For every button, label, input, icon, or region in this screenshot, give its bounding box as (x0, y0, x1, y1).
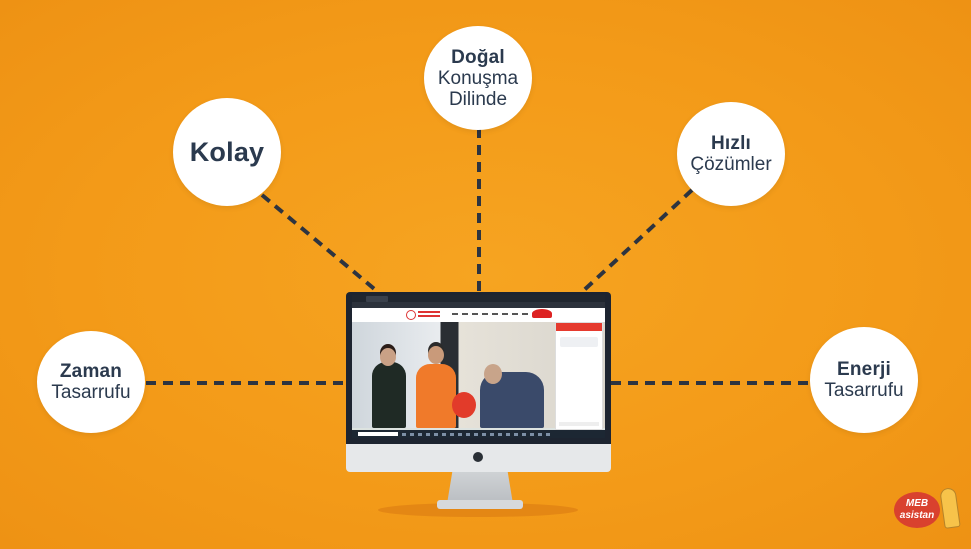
monitor-shadow (378, 503, 578, 517)
monitor-base (437, 500, 523, 509)
logo-line1: MEB (905, 498, 929, 509)
monitor-stand (447, 472, 513, 504)
monitor-chin (346, 444, 611, 472)
meb-asistan-badge: MEB asistan (894, 492, 940, 528)
chat-panel (555, 322, 603, 430)
site-header (352, 308, 605, 322)
bubble-enerji-tasarrufu: Enerji Tasarrufu (810, 327, 918, 433)
meb-logo-icon (406, 310, 416, 320)
browser-tab (366, 296, 388, 302)
bubble-enerji-regular: Tasarrufu (824, 380, 904, 401)
site-nav (452, 313, 542, 315)
taskbar-search (358, 432, 398, 436)
power-button-icon (473, 452, 483, 462)
bubble-dogal-line1: Konuşma (437, 67, 519, 89)
pencil-mascot-icon (939, 487, 961, 529)
bubble-kolay-label: Kolay (189, 137, 265, 167)
logo-line2: asistan (899, 510, 935, 521)
website-screenshot (352, 308, 605, 438)
chat-message (560, 337, 598, 347)
bubble-enerji-bold: Enerji (837, 359, 891, 380)
browser-tab-bar (352, 295, 605, 303)
chat-header (556, 323, 602, 331)
taskbar (352, 430, 605, 438)
student-head (428, 346, 444, 364)
bubble-dogal-line2: Dilinde (448, 88, 508, 110)
student-head (380, 348, 396, 366)
flag-icon (532, 309, 552, 318)
bubble-hizli-regular: Çözümler (690, 154, 772, 175)
student-figure (372, 362, 406, 428)
bubble-hizli-cozumler: Hızlı Çözümler (677, 102, 785, 206)
balloon (452, 392, 476, 418)
taskbar-icons (402, 433, 552, 436)
chat-input (559, 422, 599, 426)
browser-address-bar (352, 302, 605, 308)
student-figure (416, 364, 456, 428)
bubble-zaman-bold: Zaman (59, 361, 123, 382)
teacher-head (484, 364, 502, 384)
monitor-bezel (346, 292, 611, 444)
bubble-zaman-regular: Tasarrufu (51, 382, 131, 403)
bubble-kolay: Kolay (173, 98, 281, 206)
computer-monitor (346, 292, 611, 472)
bubble-hizli-bold: Hızlı (710, 133, 752, 154)
bubble-dogal-konusma-dilinde: Doğal Konuşma Dilinde (424, 26, 532, 130)
meb-asistan-logo: MEB asistan (892, 486, 967, 536)
bubble-zaman-tasarrufu: Zaman Tasarrufu (37, 331, 145, 433)
site-title (418, 311, 440, 313)
bubble-dogal-bold: Doğal (451, 46, 505, 68)
